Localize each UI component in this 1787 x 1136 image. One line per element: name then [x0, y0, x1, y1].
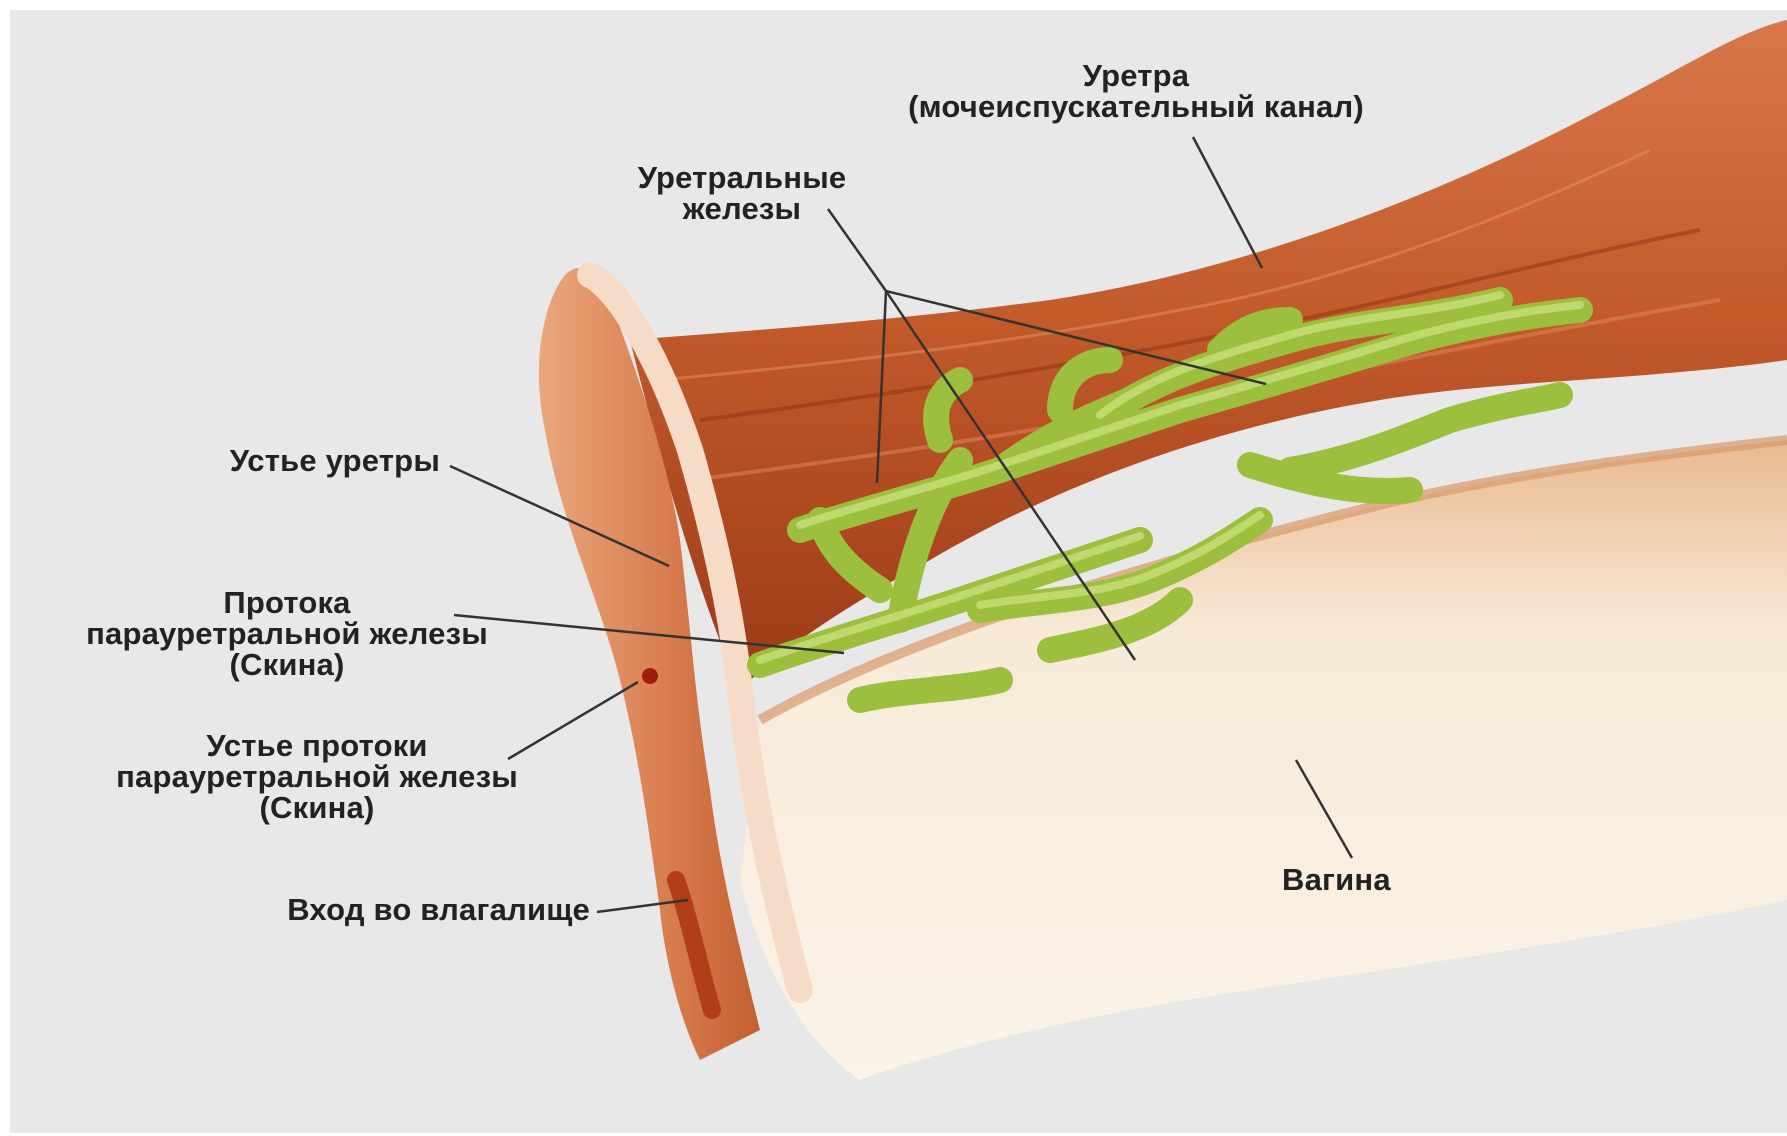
label-skene-duct-orifice-line1: Устье протоки	[52, 730, 582, 761]
label-urethral-glands-line1: Уретральные	[612, 162, 872, 193]
label-skene-duct-line3: (Скина)	[22, 649, 552, 680]
label-skene-duct-line2: парауретральной железы	[22, 618, 552, 649]
label-vaginal-entrance: Вход во влагалище	[190, 894, 590, 925]
label-skene-duct: Протока парауретральной железы (Скина)	[22, 587, 552, 680]
label-urethral-orifice: Устье уретры	[150, 445, 440, 476]
label-vagina: Вагина	[1282, 864, 1462, 895]
label-urethra: Уретра (мочеиспускательный канал)	[866, 60, 1406, 122]
label-urethral-glands-line2: железы	[612, 193, 872, 224]
leader-line-urethra	[1193, 137, 1262, 268]
label-skene-duct-orifice-line3: (Скина)	[52, 792, 582, 823]
label-skene-duct-orifice-line2: парауретральной железы	[52, 761, 582, 792]
skene-duct-orifice-dot	[642, 668, 658, 684]
label-urethra-line2: (мочеиспускательный канал)	[866, 91, 1406, 122]
label-skene-duct-line1: Протока	[22, 587, 552, 618]
label-urethra-line1: Уретра	[866, 60, 1406, 91]
label-urethral-glands: Уретральные железы	[612, 162, 872, 224]
label-skene-duct-orifice: Устье протоки парауретральной железы (Ск…	[52, 730, 582, 823]
